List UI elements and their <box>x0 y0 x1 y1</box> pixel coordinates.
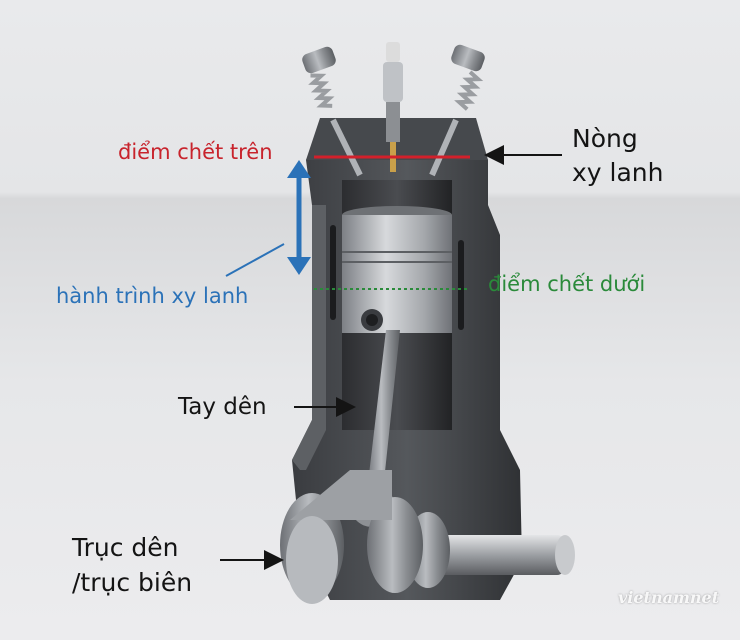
piston <box>342 206 452 333</box>
crankshaft-label-line2: /trục biên <box>72 568 193 597</box>
crankshaft <box>280 470 575 604</box>
cylinder-label-line2: xy lanh <box>572 158 664 187</box>
cylinder-label: Nòng xy lanh <box>572 122 664 190</box>
crankshaft-label: Trục dên /trục biên <box>72 530 192 600</box>
stroke-leader-line <box>225 243 285 277</box>
bottom-dead-center-label: điểm chết dưới <box>488 272 646 296</box>
crankshaft-label-line1: Trục dên <box>72 533 179 562</box>
connecting-rod-label: Tay dên <box>178 394 267 420</box>
intake-valve <box>302 46 363 177</box>
vietnamnet-watermark-logo: vietnamnet <box>618 588 720 607</box>
stroke-arrow <box>287 160 311 275</box>
exhaust-valve <box>429 44 485 177</box>
stroke-label: hành trình xy lanh <box>56 284 249 308</box>
cylinder-label-line1: Nòng <box>572 124 638 153</box>
top-dead-center-label: điểm chết trên <box>118 140 273 164</box>
